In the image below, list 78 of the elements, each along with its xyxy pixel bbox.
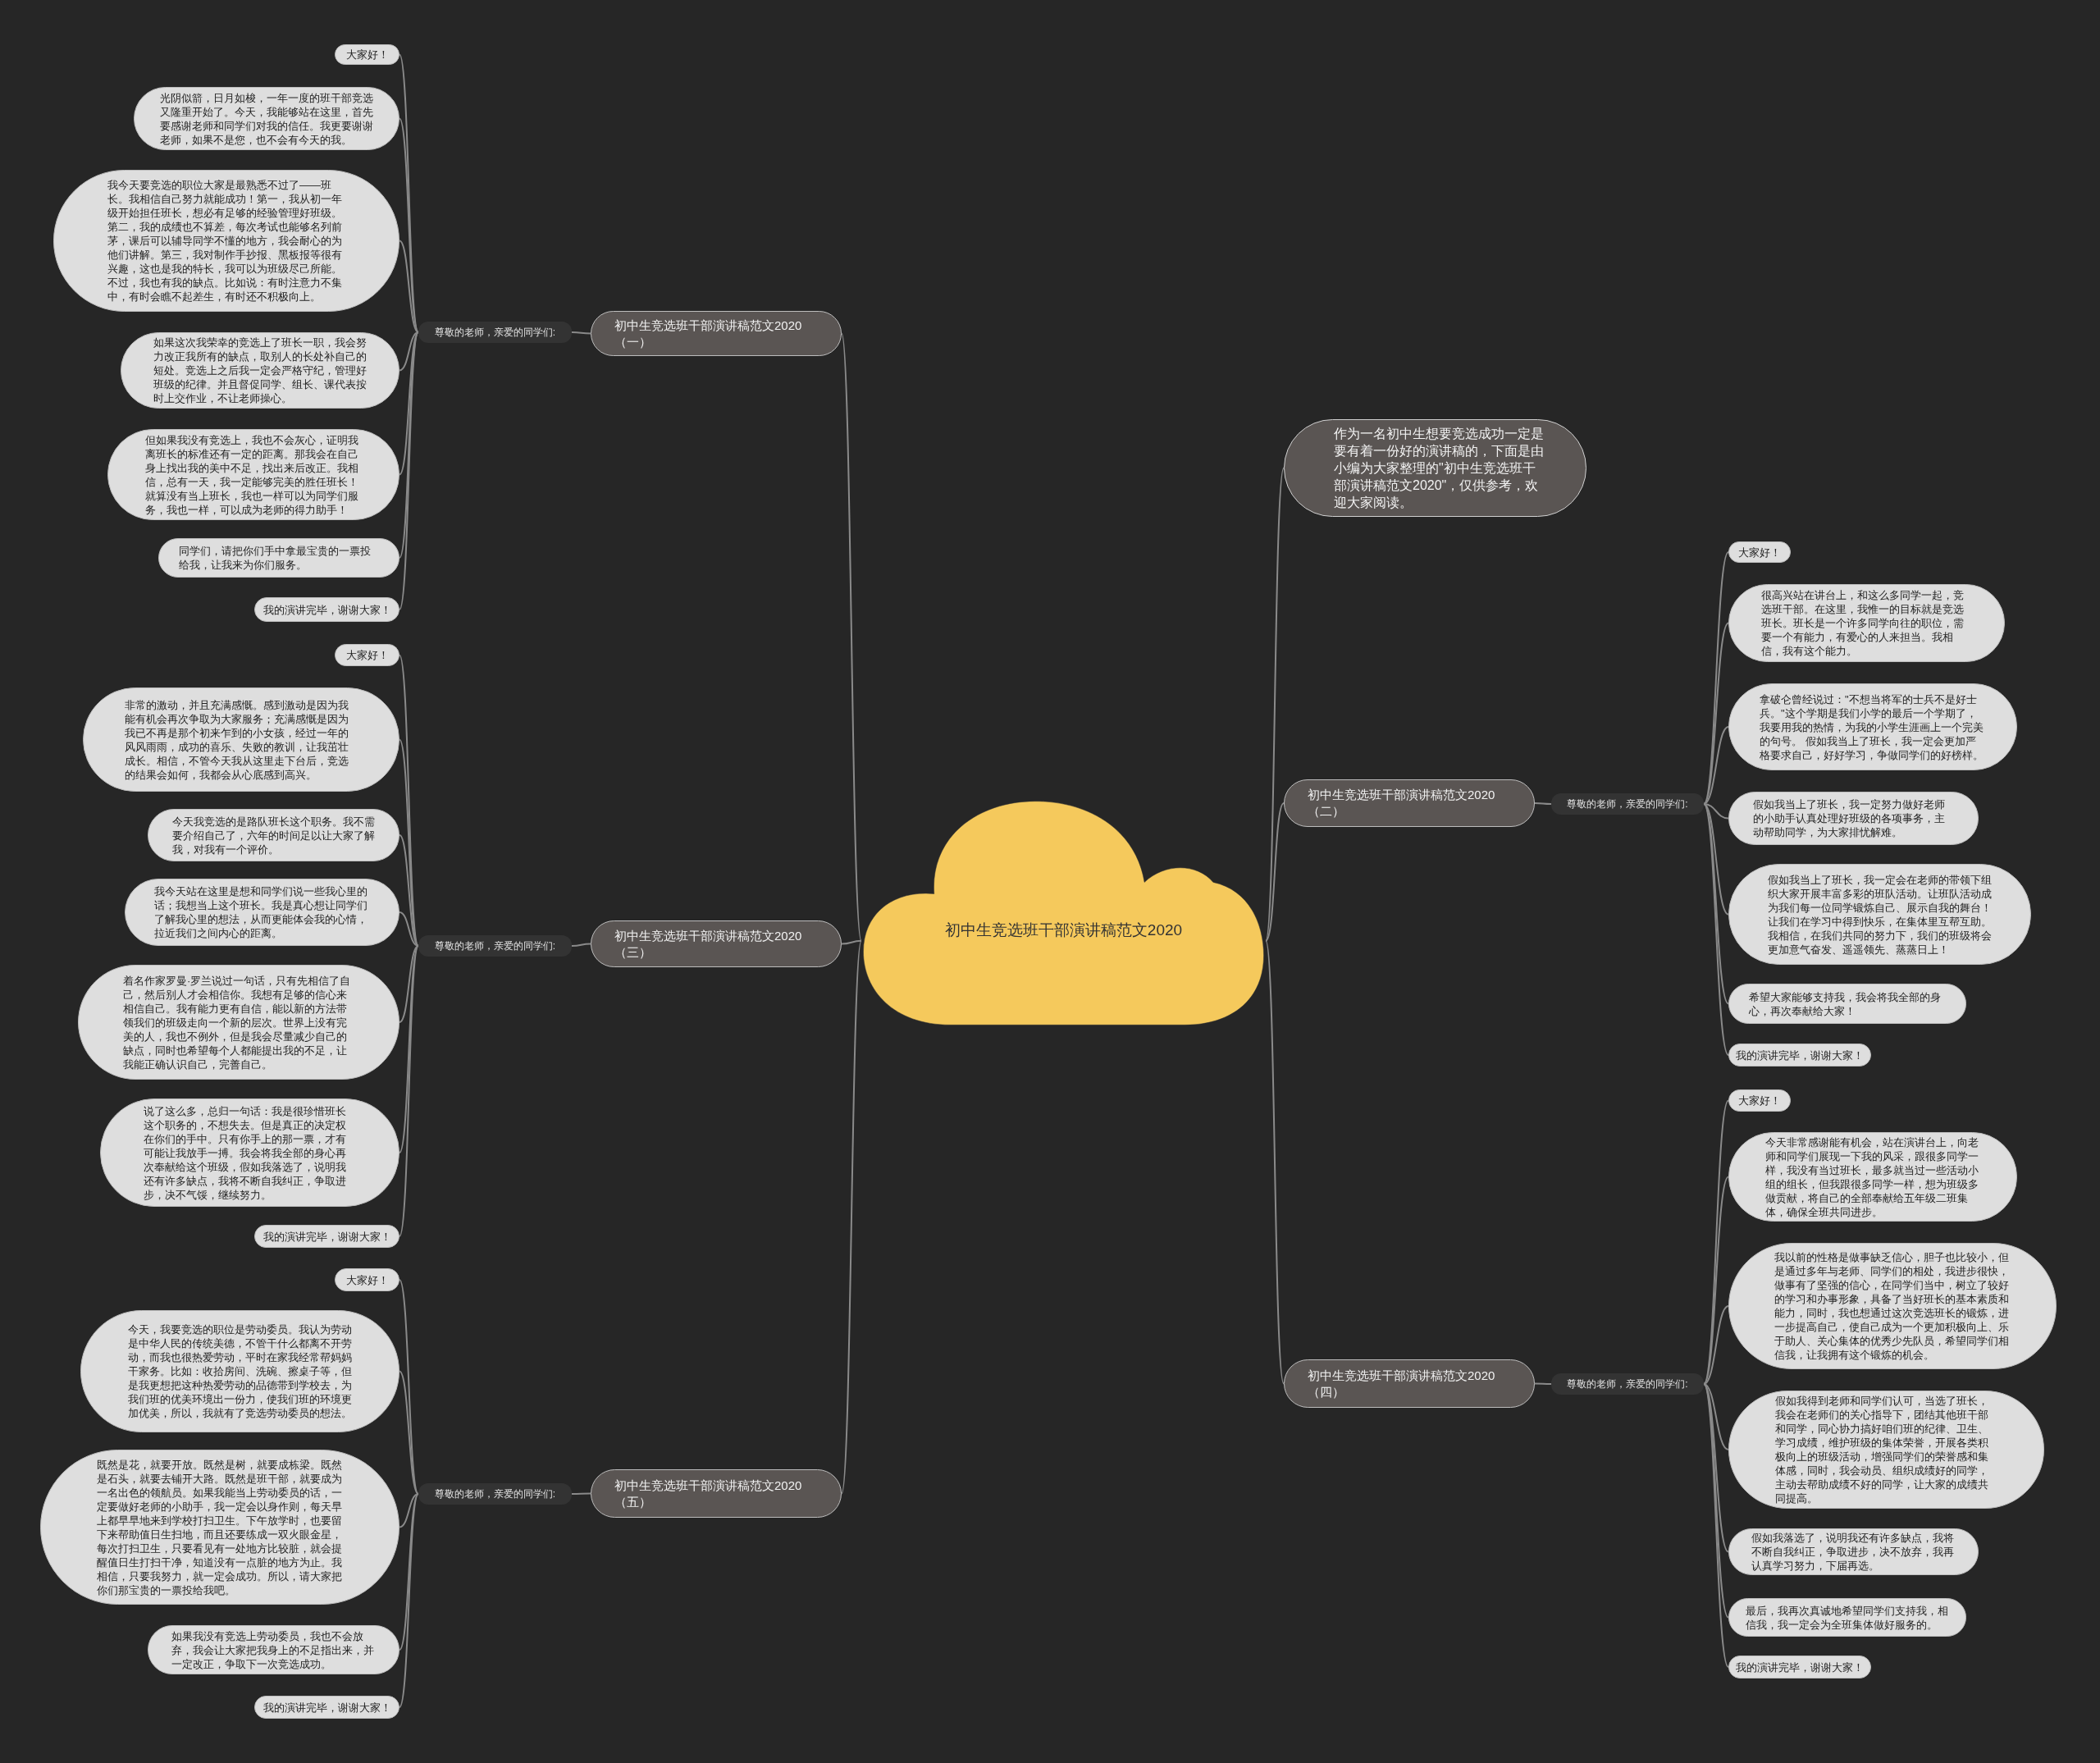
connector-line xyxy=(1265,802,1285,942)
speech-bubble: 如果这次我荣幸的竞选上了班长一职，我会努力改正我所有的缺点，取别人的长处补自己的短处。竞选上之后我一定会严格守纪，管理好班级的纪律。并且督促同学、组长、课代表按时上交作业，不让老师操心。 xyxy=(121,332,399,409)
speech-bubble: 我今天站在这里是想和同学们说一些我心里的话；我想当上这个班长。我是真心想让同学们了解我心里的想法，从而更能体会我的心情，拉近我们之间内心的距离。 xyxy=(125,879,399,946)
connector-line xyxy=(841,332,862,942)
connector-line xyxy=(1534,802,1552,805)
connector-line xyxy=(399,945,419,1023)
connector-line xyxy=(399,331,419,372)
intro-box: 作为一名初中生想要竞选成功一定是要有着一份好的演讲稿的，下面是由小编为大家整理的"初中生竞选班干部演讲稿范文2020"，仅供参考，欢迎大家阅读。 xyxy=(1284,419,1586,517)
connector-line xyxy=(399,1493,419,1528)
speech-bubble: 希望大家能够支持我，我会将我全部的身心，再次奉献给大家！ xyxy=(1728,984,1966,1024)
greeting-text: 尊敬的老师，亲爱的同学们: xyxy=(418,1483,572,1505)
greeting-text: 尊敬的老师，亲爱的同学们: xyxy=(418,935,572,957)
connector-line xyxy=(1703,1383,1729,1619)
connector-line xyxy=(399,1279,419,1495)
connector-line xyxy=(399,1370,419,1495)
connector-line xyxy=(1703,803,1729,820)
connector-line xyxy=(841,939,862,945)
connector-line xyxy=(399,331,419,476)
speech-bubble: 今天，我要竞选的职位是劳动委员。我认为劳动是中华人民的传统美德，不管干什么都离不开劳动，而我也很热爱劳动，平时在家我经常帮妈妈干家务。比如：收拾房间、洗碗、擦桌子等，但是我更想把这种热爱劳动的品德带到学校去，为我们班的优美环境出一份力，使我们班的环境更加优美，所以，我就有了竞选劳动委员的想法。 xyxy=(80,1310,399,1432)
connector-line xyxy=(1703,1383,1729,1450)
speech-bubble: 我的演讲完毕，谢谢大家！ xyxy=(1728,1044,1871,1066)
topic-box: 初中生竞选班干部演讲稿范文2020（五） xyxy=(591,1469,842,1518)
connector-line xyxy=(1534,1382,1552,1385)
speech-bubble: 我的演讲完毕，谢谢大家！ xyxy=(254,1696,399,1719)
connector-line xyxy=(1703,1383,1729,1668)
connector-line xyxy=(1703,1176,1729,1385)
connector-line xyxy=(1703,726,1729,805)
connector-line xyxy=(1703,622,1729,805)
connector-line xyxy=(1265,467,1285,942)
connector-line xyxy=(399,1493,419,1651)
connector-line xyxy=(1703,1099,1729,1385)
connector-line xyxy=(1703,551,1729,805)
speech-bubble: 今天我竞选的是路队班长这个职务。我不需要介绍自己了，六年的时间足以让大家了解我，对我有一个评价。 xyxy=(148,809,399,861)
greeting-text: 尊敬的老师，亲爱的同学们: xyxy=(418,322,572,343)
speech-bubble: 同学们，请把你们手中拿最宝贵的一票投给我，让我来为你们服务。 xyxy=(158,538,399,578)
speech-bubble: 大家好！ xyxy=(1728,1089,1791,1112)
speech-bubble: 假如我落选了，说明我还有许多缺点，我将不断自我纠正，争取进步，决不放弃，我再认真学习努力，下届再选。 xyxy=(1728,1528,1979,1575)
connector-line xyxy=(1265,939,1285,1385)
speech-bubble: 我的演讲完毕，谢谢大家！ xyxy=(254,1225,399,1248)
connector-line xyxy=(399,945,419,1237)
connector-line xyxy=(399,911,419,947)
speech-bubble: 说了这么多，总归一句话：我是很珍惜班长这个职务的，不想失去。但是真正的决定权在你们的手中。只有你手上的那一票，才有可能让我放手一搏。我会将我全部的身心再次奉献给这个班级，假如我落选了，说明我还有许多缺点，我将不断自我纠正，争取进步，决不气馁，继续努力。 xyxy=(100,1098,399,1207)
connector-line xyxy=(1703,1305,1729,1385)
speech-bubble: 今天非常感谢能有机会，站在演讲台上，向老师和同学们展现一下我的风采，跟很多同学一样，我没有当过班长，最多就当过一些活动小组的组长，但我跟很多同学一样，想为班级多做贡献，将自己的全部奉献给五年级二班集体，确保全班共同进步。 xyxy=(1728,1132,2017,1222)
speech-bubble: 很高兴站在讲台上，和这么多同学一起，竞选班干部。在这里，我惟一的目标就是竞选班长。班长是一个许多同学向往的职位，需要一个有能力，有爱心的人来担当。我相信，我有这个能力。 xyxy=(1728,584,2005,662)
speech-bubble: 假如我当上了班长，我一定会在老师的带领下组织大家开展丰富多彩的班队活动。让班队活动成为我们每一位同学锻炼自己、展示自我的舞台！让我们在学习中得到快乐，在集体里互帮互助。我相信，在我们共同的努力下，我们的班级将会更加意气奋发、遥遥领先、蒸蒸日上！ xyxy=(1728,864,2031,965)
connector-line xyxy=(571,943,591,947)
connector-line xyxy=(399,834,419,947)
speech-bubble: 我以前的性格是做事缺乏信心，胆子也比较小，但是通过多年与老师、同学们的相处，我进步很快，做事有了坚强的信心，在同学们当中，树立了较好的学习和办事形象，具备了当好班长的基本素质和能力，同时，我也想通过这次竞选班长的锻炼，进一步提高自己，使自己成为一个更加积极向上、乐于助人、关心集体的优秀少先队员，希望同学们相信我，让我拥有这个锻炼的机会。 xyxy=(1728,1243,2057,1369)
topic-box: 初中生竞选班干部演讲稿范文2020（四） xyxy=(1284,1359,1535,1408)
speech-bubble: 假如我当上了班长，我一定努力做好老师的小助手认真处理好班级的各项事务，主动帮助同学，为大家排忧解难。 xyxy=(1728,792,1979,845)
speech-bubble: 拿破仑曾经说过："不想当将军的士兵不是好士兵。"这个学期是我们小学的最后一个学期了，我要用我的热情，为我的小学生涯画上一个完美的句号。 假如我当上了班长，我一定会更加严格要求自己，好好学习，争做同学们的好榜样。 xyxy=(1728,683,2017,770)
speech-bubble: 大家好！ xyxy=(1728,541,1791,563)
speech-bubble: 我今天要竞选的职位大家是最熟悉不过了——班长。我相信自己努力就能成功！第一，我从初一年级开始担任班长，想必有足够的经验管理好班级。第二，我的成绩也不算差，每次考试也能够名列前茅，课后可以辅导同学不懂的地方，我会耐心的为他们讲解。第三，我对制作手抄报、黑板报等很有兴趣，这也是我的特长，我可以为班级尽己所能。不过，我也有我的缺点。比如说：有时注意力不集中，有时会瞧不起差生，有时还不积极向上。 xyxy=(53,170,399,312)
connector-line xyxy=(399,1493,419,1708)
topic-box: 初中生竞选班干部演讲稿范文2020（二） xyxy=(1284,779,1535,827)
speech-bubble: 我的演讲完毕，谢谢大家！ xyxy=(254,597,399,622)
speech-bubble: 如果我没有竞选上劳动委员，我也不会放弃，我会让大家把我身上的不足指出来，并一定改正，争取下一次竞选成功。 xyxy=(148,1625,399,1674)
speech-bubble: 但如果我没有竞选上，我也不会灰心，证明我离班长的标准还有一定的距离。那我会在自己身上找出我的美中不足，找出来后改正。我相信，总有一天，我一定能够完美的胜任班长！就算没有当上班长，我也一样可以为同学们服务，我也一样，可以成为老师的得力助手！ xyxy=(107,429,399,520)
connector-line xyxy=(399,240,419,333)
speech-bubble: 既然是花，就要开放。既然是树，就要成栋梁。既然是石头，就要去铺开大路。既然是班干部，就要成为一名出色的领航员。如果我能当上劳动委员的话，一定要做好老师的小助手，我一定会以身作则，每天早上都早早地来到学校打扫卫生。下午放学时，也要留下来帮助值日生扫地，而且还要练成一双火眼金星，每次打扫卫生，只要看见有一处地方比较脏，就会提醒值日生打扫干净，知道没有一点脏的地方为止。我相信，只要我努力，就一定会成功。所以，请大家把你们那宝贵的一票投给我吧。 xyxy=(40,1450,399,1605)
speech-bubble: 我的演讲完毕，谢谢大家！ xyxy=(1728,1656,1871,1679)
connector-line xyxy=(1703,803,1729,1056)
speech-bubble: 最后，我再次真诚地希望同学们支持我，相信我，我一定会为全班集体做好服务的。 xyxy=(1728,1598,1966,1637)
speech-bubble: 非常的激动，并且充满感慨。感到激动是因为我能有机会再次争取为大家服务；充满感慨是因为我已不再是那个初来乍到的小女孩，经过一年的风风雨雨，成功的喜乐、失败的教训，让我茁壮成长。相信，不管今天我从这里走下台后，竞选的结果会如何，我都会从心底感到高兴。 xyxy=(83,687,399,792)
connector-line xyxy=(571,331,591,335)
greeting-text: 尊敬的老师，亲爱的同学们: xyxy=(1551,793,1704,815)
speech-bubble: 大家好！ xyxy=(335,44,399,65)
speech-bubble: 着名作家罗曼·罗兰说过一句话，只有先相信了自己，然后别人才会相信你。我想有足够的信心来相信自己。我有能力更有自信，能以新的方法带领我们的班级走向一个新的层次。世界上没有完美的人，我也不例外，但是我会尽量减少自己的缺点，同时也希望每个人都能提出我的不足，让我能正确认识自己，完善自己。 xyxy=(78,965,399,1080)
connector-line xyxy=(571,1492,591,1495)
greeting-text: 尊敬的老师，亲爱的同学们: xyxy=(1551,1373,1704,1395)
connector-line xyxy=(841,939,862,1495)
speech-bubble: 大家好！ xyxy=(335,1268,399,1291)
topic-box: 初中生竞选班干部演讲稿范文2020（一） xyxy=(591,311,842,356)
speech-bubble: 假如我得到老师和同学们认可，当选了班长，我会在老师们的关心指导下，团结其他班干部和同学，同心协力搞好咱们班的纪律、卫生、学习成绩，维护班级的集体荣誉，开展各类积极向上的班级活动，增强同学们的荣誉感和集体感，同时，我会动员、组织成绩好的同学，主动去帮助成绩不好的同学，让大家的成绩共同提高。 xyxy=(1728,1391,2044,1509)
topic-box: 初中生竞选班干部演讲稿范文2020（三） xyxy=(591,920,842,967)
speech-bubble: 光阴似箭，日月如梭，一年一度的班干部竞选又隆重开始了。今天，我能够站在这里，首先要感谢老师和同学们对我的信任。我更要谢谢老师，如果不是您，也不会有今天的我。 xyxy=(134,87,399,150)
speech-bubble: 大家好！ xyxy=(335,644,399,666)
